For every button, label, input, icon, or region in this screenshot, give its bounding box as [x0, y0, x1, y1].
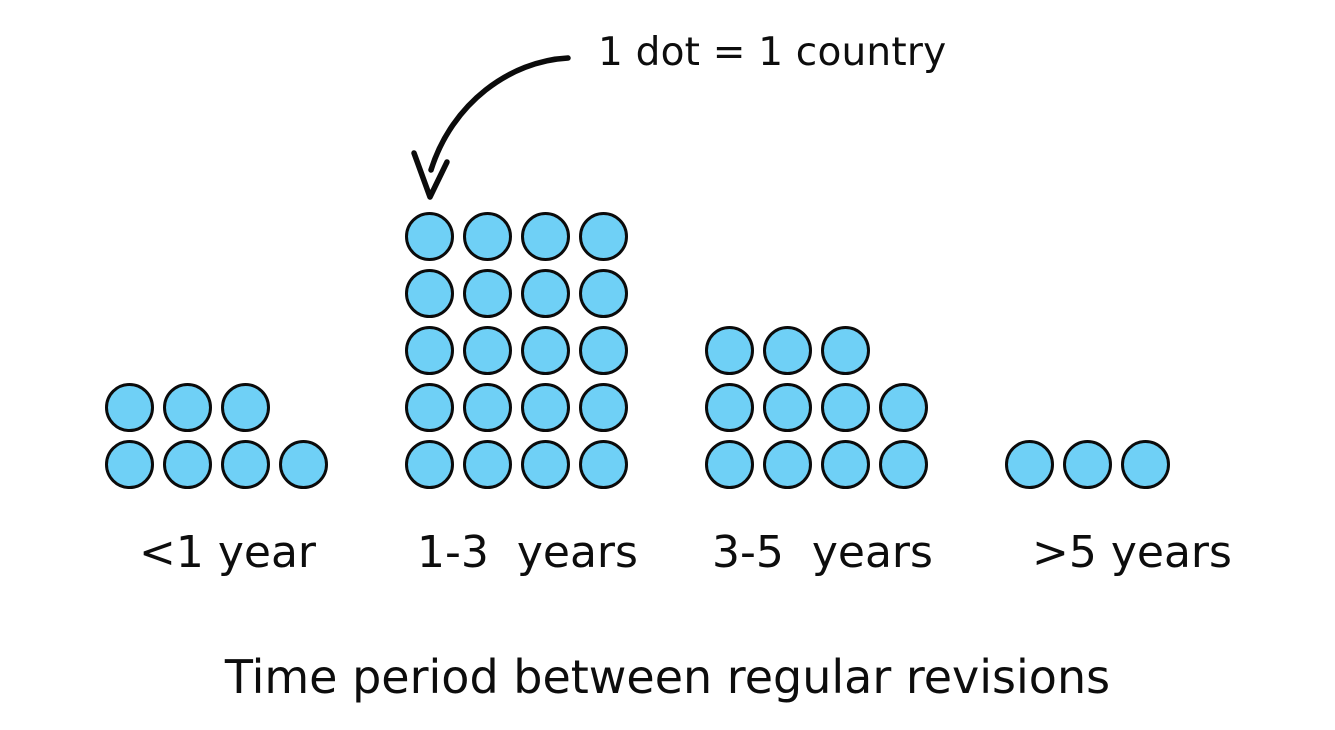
country-dot [521, 440, 570, 489]
country-dot [521, 269, 570, 318]
country-dot [821, 440, 870, 489]
dot-stack [1005, 440, 1179, 497]
dot-row [405, 212, 637, 269]
country-dot [405, 212, 454, 261]
country-dot [163, 440, 212, 489]
country-dot [463, 212, 512, 261]
dot-row [405, 440, 637, 497]
dot-stack [105, 383, 337, 497]
country-dot [579, 212, 628, 261]
country-dot [405, 269, 454, 318]
country-dot [579, 326, 628, 375]
country-dot [521, 326, 570, 375]
country-dot [279, 440, 328, 489]
country-dot [463, 269, 512, 318]
country-dot [405, 383, 454, 432]
country-dot [521, 212, 570, 261]
country-dot [763, 440, 812, 489]
dot-row [1005, 440, 1179, 497]
country-dot [463, 326, 512, 375]
group-label-0: <1 year [139, 527, 317, 578]
country-dot [705, 326, 754, 375]
country-dot [821, 383, 870, 432]
country-dot [879, 440, 928, 489]
country-dot [705, 383, 754, 432]
dot-row [405, 269, 637, 326]
country-dot [879, 383, 928, 432]
country-dot [405, 326, 454, 375]
country-dot [579, 440, 628, 489]
dot-row [705, 383, 937, 440]
country-dot [105, 440, 154, 489]
country-dot [221, 383, 270, 432]
curved-arrow-down-left-icon [411, 55, 571, 200]
country-dot [579, 269, 628, 318]
dot-stack [705, 326, 937, 497]
group-label-2: 3-5 years [712, 527, 933, 578]
dot-row [705, 440, 937, 497]
country-dot [1121, 440, 1170, 489]
country-dot [1063, 440, 1112, 489]
country-dot [163, 383, 212, 432]
country-dot [763, 326, 812, 375]
dot-stack [405, 212, 637, 497]
country-dot [105, 383, 154, 432]
country-dot [463, 383, 512, 432]
dot-row [405, 326, 637, 383]
dot-row [105, 440, 337, 497]
country-dot [763, 383, 812, 432]
country-dot [579, 383, 628, 432]
country-dot [463, 440, 512, 489]
country-dot [405, 440, 454, 489]
dot-row [405, 383, 637, 440]
dot-row [105, 383, 337, 440]
country-dot [821, 326, 870, 375]
group-label-3: >5 years [1032, 527, 1232, 578]
chart-caption: Time period between regular revisions [224, 650, 1111, 704]
country-dot [705, 440, 754, 489]
country-dot [221, 440, 270, 489]
country-dot [521, 383, 570, 432]
annotation-label: 1 dot = 1 country [598, 30, 947, 75]
dot-row [705, 326, 937, 383]
country-dot [1005, 440, 1054, 489]
group-label-1: 1-3 years [417, 527, 638, 578]
